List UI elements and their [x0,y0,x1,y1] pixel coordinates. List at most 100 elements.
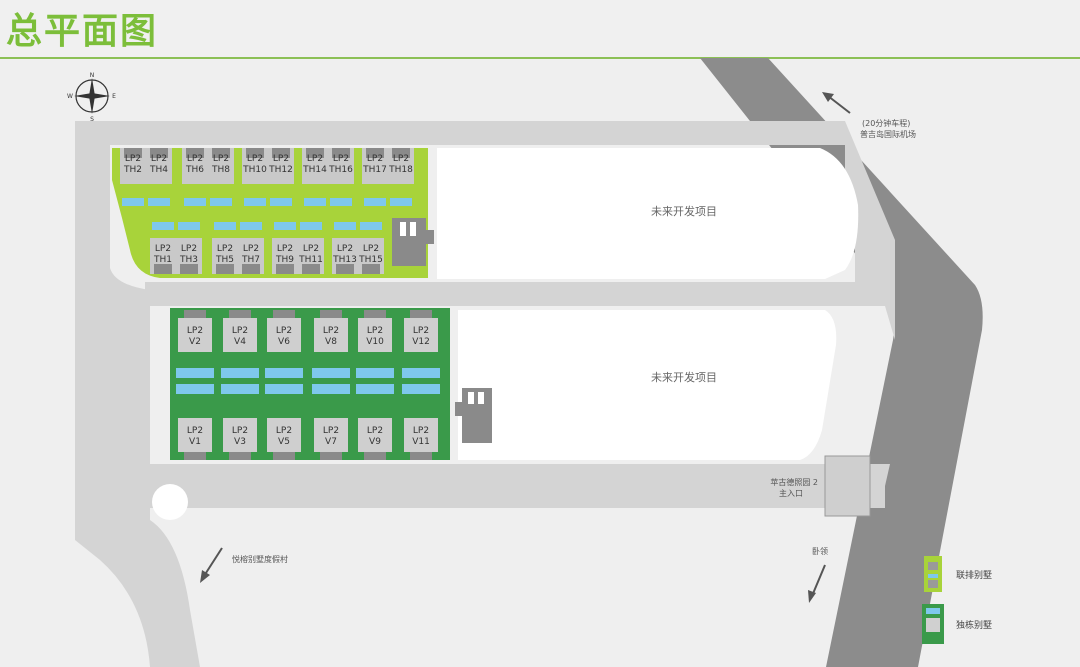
villa-building [314,418,348,452]
road-right [845,121,895,340]
compass-w: W [67,93,73,100]
unit-label-line1: LP2 [363,244,379,254]
townhouse-roof [180,264,198,274]
villa-roof [184,452,206,460]
unit-label-line2: TH8 [211,165,230,175]
pool [178,222,200,230]
townhouse-row-top: LP2TH2LP2TH4LP2TH6LP2TH8LP2TH10LP2TH12LP… [120,148,414,206]
resort-direction: 悦榕别墅度假村 [200,547,288,583]
villa-building [404,418,438,452]
road-top [75,121,845,145]
future-dev-plot-top [437,148,859,279]
townhouse-roof [306,148,324,158]
legend-item-villa: 独栋别墅 [922,604,992,644]
villa-roof [364,452,386,460]
townhouse-roof [186,148,204,158]
villa-building [223,418,257,452]
unit-label-line2: TH14 [302,165,327,175]
pool [270,198,292,206]
unit-label-line1: LP2 [181,244,197,254]
townhouse-roof [212,148,230,158]
future-dev-label-bottom: 未来开发项目 [651,370,717,384]
arrow-icon [808,590,816,603]
pool [265,384,303,394]
unit-label-line1: LP2 [276,426,292,436]
unit-label-line2: V6 [278,337,290,347]
unit-label-line1: LP2 [187,154,203,164]
unit-label-line2: V2 [189,337,201,347]
villa-roof [364,310,386,318]
arrow-icon [822,92,834,102]
pool [176,384,214,394]
townhouse-row-bottom: LP2TH1LP2TH3LP2TH5LP2TH7LP2TH9LP2TH11LP2… [150,222,384,274]
unit-label-line2: TH3 [179,255,198,265]
villa-roof [273,452,295,460]
townhouse-roof [302,264,320,274]
townhouse-roof [332,148,350,158]
pool [244,198,266,206]
villa-roof [410,310,432,318]
arrow-icon [200,570,210,583]
pool [312,368,350,378]
unit-label-line1: LP2 [303,244,319,254]
resort-label: 悦榕别墅度假村 [232,554,288,564]
pool [334,222,356,230]
pool [148,198,170,206]
entrance-label-1: 苹古德照园 2 [770,477,818,487]
unit-label-line2: TH4 [149,165,168,175]
townhouse-roof [366,148,384,158]
villa-building [404,318,438,352]
villa-roof [410,452,432,460]
unit-label-line2: TH12 [268,165,293,175]
townhouse-roof [392,148,410,158]
townhouse-roof [242,264,260,274]
page-title: 总平面图 [6,11,159,52]
pool [390,198,412,206]
highway [700,58,983,667]
unit-label-line2: V11 [412,437,430,447]
compass-e: E [112,93,116,100]
unit-label-line2: TH7 [241,255,260,265]
entrance-label-2: 主入口 [779,488,803,498]
unit-label-line1: LP2 [232,326,248,336]
villa-building [267,418,301,452]
gatehouse [824,455,871,517]
pool [402,384,440,394]
unit-label-line2: V10 [366,337,384,347]
road-left [75,121,200,667]
unit-label-line2: V12 [412,337,430,347]
unit-label-line2: TH2 [123,165,142,175]
unit-label-line1: LP2 [413,326,429,336]
unit-label-line2: TH18 [388,165,413,175]
townhouse-roof [124,148,142,158]
internal-roads [75,121,895,667]
pool [300,222,322,230]
unit-label-line2: V4 [234,337,246,347]
unit-label-line2: TH15 [358,255,383,265]
townhouse-roof [246,148,264,158]
unit-label-line1: LP2 [413,426,429,436]
townhouse-roof [150,148,168,158]
compass-icon: N S W E [67,72,116,123]
pool [265,368,303,378]
pool [304,198,326,206]
airport-label-2: 普吉岛国际机场 [860,129,916,139]
beach-direction: 卧领 [808,546,828,603]
beach-label: 卧领 [812,546,828,556]
